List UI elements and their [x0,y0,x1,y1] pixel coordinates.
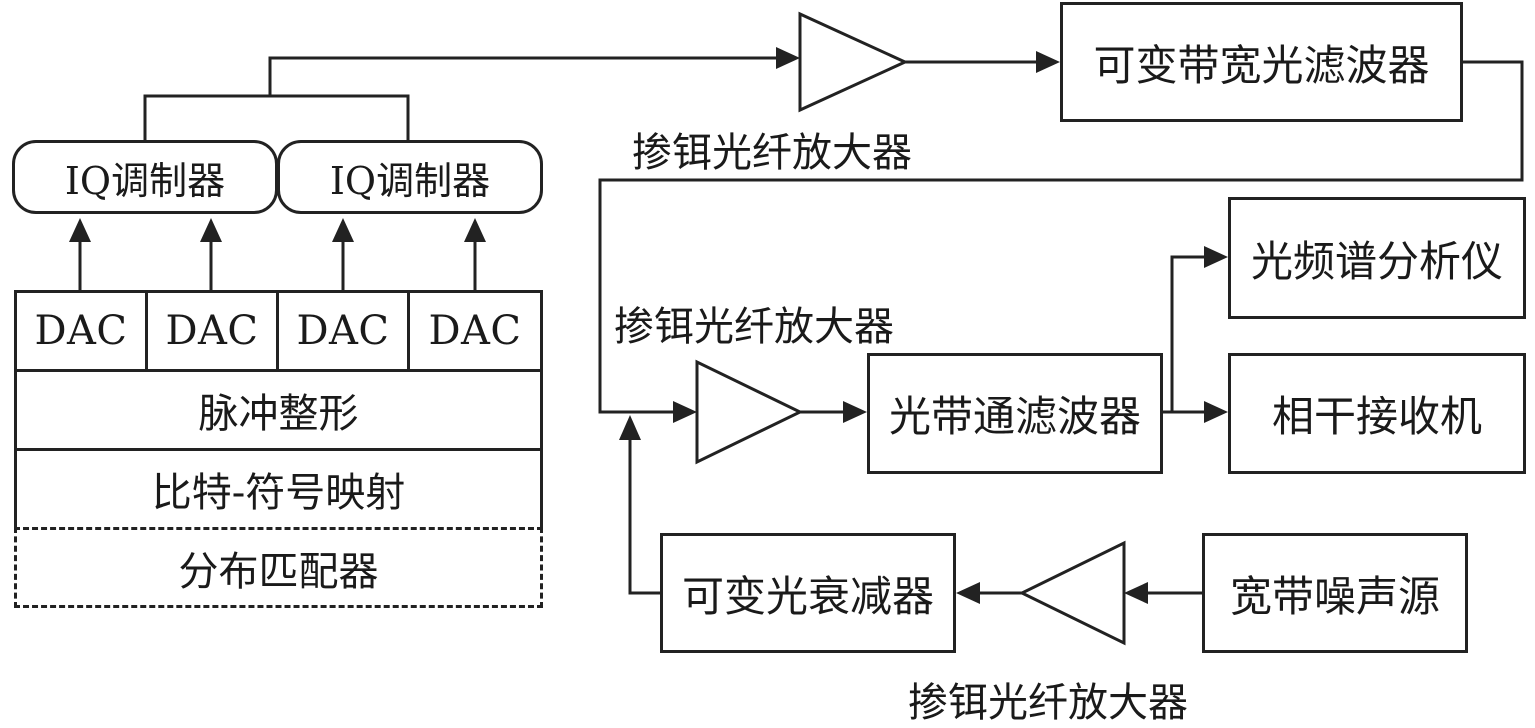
amplifier-top-triangle [798,11,909,113]
arrowhead [1036,51,1060,73]
arrowhead [1124,582,1148,604]
variable-bandwidth-filter-block: 可变带宽光滤波器 [1060,2,1463,122]
arrowhead [1204,246,1228,268]
amplifier-bottom-triangle [1018,540,1126,646]
variable-attenuator-block: 可变光衰减器 [660,533,956,653]
optical-spectrum-analyzer-block: 光频谱分析仪 [1228,197,1526,319]
arrowhead [776,47,800,69]
dac-2: DAC [145,290,279,372]
arrowhead [673,401,697,423]
iq-combine-line [143,94,410,140]
arrowhead [200,218,222,242]
amplifier-bottom-label: 掺铒光纤放大器 [908,680,1188,726]
amplifier-middle-triangle [695,359,804,465]
dac-3: DAC [276,290,410,372]
pulse-shaping-block: 脉冲整形 [14,369,543,451]
broadband-noise-source-block: 宽带噪声源 [1202,533,1468,653]
filter-loop-line [598,60,1524,414]
bpf-to-osa-line [1163,255,1208,414]
amplifier-middle-label: 掺铒光纤放大器 [614,304,894,350]
bit-symbol-mapping-block: 比特-符号映射 [14,448,543,530]
arrowhead [619,415,641,440]
arrowhead [956,582,980,604]
arrowhead [464,218,486,242]
arrowhead [69,218,91,242]
iq-to-amp-line [268,56,780,96]
arrowhead [332,218,354,242]
distribution-matcher-block: 分布匹配器 [14,527,543,608]
arrowhead [843,401,867,423]
attenuator-to-coupler-line [628,438,660,595]
arrowhead [1204,401,1228,423]
coherent-receiver-block: 相干接收机 [1228,353,1526,474]
dac-1: DAC [14,290,148,372]
iq-modulator-2: IQ调制器 [277,140,543,214]
amplifier-top-label: 掺铒光纤放大器 [632,130,912,176]
iq-modulator-1: IQ调制器 [12,140,278,214]
dac-4: DAC [407,290,543,372]
bandpass-filter-block: 光带通滤波器 [867,353,1163,474]
